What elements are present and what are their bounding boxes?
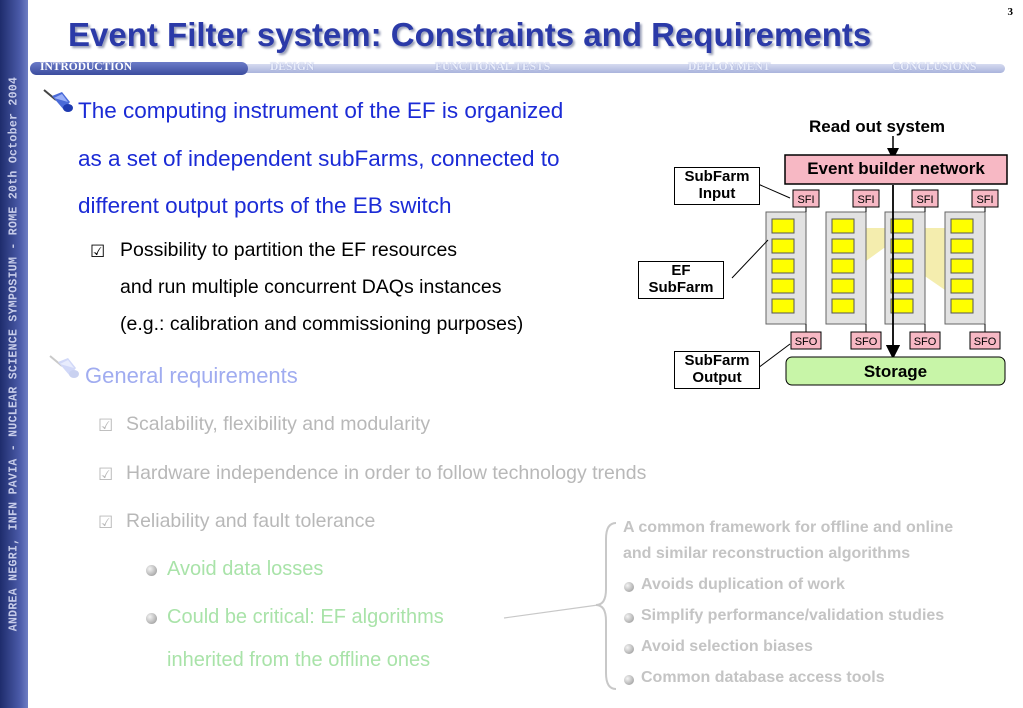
sfi-label: SFI <box>857 194 874 206</box>
processing-node <box>831 298 855 314</box>
sfo-label: SFO <box>914 336 937 348</box>
processing-node <box>950 238 974 254</box>
subfarm-rack <box>765 211 807 325</box>
sfi-box <box>971 189 999 208</box>
nav-item-functional-tests[interactable]: FUNCTIONAL TESTS <box>435 61 551 73</box>
subreq-critical-line-1: Could be critical: EF algorithms <box>167 606 444 628</box>
processing-node <box>831 278 855 294</box>
side-note-item-4: Common database access tools <box>641 669 885 686</box>
storage-label: Storage <box>863 362 928 381</box>
sfo-label: SFO <box>974 336 997 348</box>
sidebar-author-text: ANDREA NEGRI, INFN PAVIA - NUCLEAR SCIEN… <box>7 76 21 632</box>
slide-title: Event Filter system: Constraints and Req… <box>68 16 872 53</box>
sfi-box <box>911 189 939 208</box>
side-note-item-3: Avoid selection biases <box>641 638 813 655</box>
section-nav-bar: INTRODUCTION DESIGN FUNCTIONAL TESTS DEP… <box>30 61 1005 75</box>
processing-node <box>771 298 795 314</box>
side-note-line-1: A common framework for offline and onlin… <box>623 519 954 536</box>
bullet-dot-icon <box>624 613 634 623</box>
page-number: 3 <box>1007 6 1014 18</box>
sfi-label: SFI <box>916 194 933 206</box>
processing-node <box>890 238 914 254</box>
bullet-dot-icon <box>146 613 157 624</box>
point1-line-1: The computing instrument of the EF is or… <box>78 98 564 123</box>
processing-node <box>771 218 795 234</box>
side-note-item-2: Simplify performance/validation studies <box>641 607 945 624</box>
processing-node <box>771 278 795 294</box>
subfarm-rack <box>825 211 867 325</box>
checkbox-icon: ☑ <box>98 416 114 435</box>
sfo-box <box>790 331 822 350</box>
processing-node <box>950 278 974 294</box>
pushpin-icon <box>43 89 73 112</box>
sfi-box <box>852 189 880 208</box>
sfo-box <box>909 331 941 350</box>
pushpin-icon <box>49 355 79 378</box>
processing-node <box>890 258 914 274</box>
bullet-dot-icon <box>624 644 634 654</box>
checkbox-icon: ☑ <box>98 513 114 532</box>
side-note-line-2: and similar reconstruction algorithms <box>623 545 911 562</box>
sfi-label: SFI <box>976 194 993 206</box>
bullet-dot-icon <box>624 582 634 592</box>
processing-node <box>950 258 974 274</box>
processing-node <box>831 258 855 274</box>
point1-line-3: different output ports of the EB switch <box>78 193 452 218</box>
processing-node <box>890 278 914 294</box>
sfo-label: SFO <box>855 336 878 348</box>
pointer-line <box>731 239 769 279</box>
processing-node <box>950 298 974 314</box>
nav-item-introduction[interactable]: INTRODUCTION <box>40 61 133 73</box>
subfarm-racks <box>765 207 986 332</box>
processing-node <box>771 258 795 274</box>
subreq-critical-line-2: inherited from the offline ones <box>167 649 431 671</box>
bullet-dot-icon <box>146 565 157 576</box>
sidebar: ANDREA NEGRI, INFN PAVIA - NUCLEAR SCIEN… <box>0 0 28 708</box>
nav-item-design[interactable]: DESIGN <box>270 61 315 73</box>
point1-line-2: as a set of independent subFarms, connec… <box>78 146 560 171</box>
requirement-hardware-independence: Hardware independence in order to follow… <box>126 462 647 484</box>
sfi-sfo-boxes: SFI SFO SFI SFO SFI SFO SFI SFO <box>790 189 1001 350</box>
checkbox-icon: ☑ <box>98 465 114 484</box>
nav-item-deployment[interactable]: DEPLOYMENT <box>688 61 771 73</box>
checkbox-icon: ☑ <box>90 242 106 261</box>
sfo-box <box>969 331 1001 350</box>
subfarm-rack <box>884 211 926 325</box>
readout-system-label: Read out system <box>809 117 946 136</box>
processing-node <box>950 218 974 234</box>
bullet-dot-icon <box>624 675 634 685</box>
pointer-line <box>757 183 791 199</box>
point2-heading: General requirements <box>85 363 298 388</box>
sfo-label: SFO <box>795 336 818 348</box>
processing-node <box>831 218 855 234</box>
processing-node <box>890 218 914 234</box>
brace-connector <box>503 522 617 690</box>
sfi-label: SFI <box>797 194 814 206</box>
point1-sub-line-2: and run multiple concurrent DAQs instanc… <box>120 276 502 298</box>
side-note-item-1: Avoids duplication of work <box>641 576 845 593</box>
point1-sub-line-1: Possibility to partition the EF resource… <box>120 239 458 261</box>
subreq-avoid-data-losses: Avoid data losses <box>167 558 324 580</box>
nav-active-highlight <box>30 62 248 75</box>
switch-crossing-lines <box>826 228 945 290</box>
processing-node <box>831 238 855 254</box>
requirement-scalability: Scalability, flexibility and modularity <box>126 413 431 435</box>
subfarm-rack <box>944 211 986 325</box>
requirement-reliability: Reliability and fault tolerance <box>126 510 376 532</box>
processing-node <box>890 298 914 314</box>
sfi-box <box>792 189 820 208</box>
sfo-box <box>850 331 882 350</box>
nav-item-conclusions[interactable]: CONCLUSIONS <box>892 61 977 73</box>
point1-sub-line-3: (e.g.: calibration and commissioning pur… <box>120 313 524 335</box>
event-builder-network-label: Event builder network <box>807 159 985 178</box>
processing-node <box>771 238 795 254</box>
nav-track <box>30 64 1005 73</box>
